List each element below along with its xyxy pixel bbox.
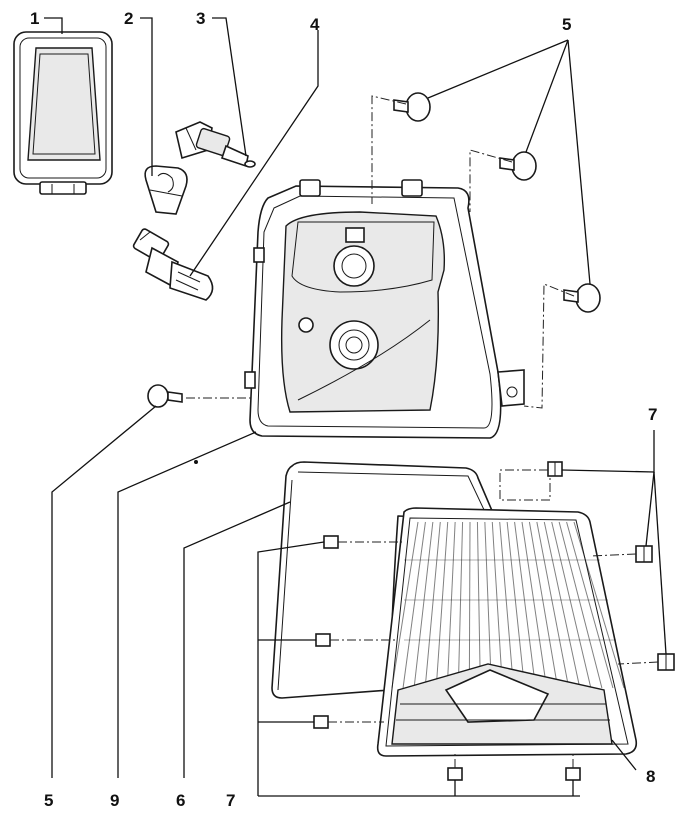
part-7-clip-5 <box>315 633 331 647</box>
part-5-screw-right <box>563 283 601 313</box>
part-7-clip-3 <box>657 653 675 671</box>
lens-ribs <box>391 521 625 689</box>
part-1-cover-cap <box>13 31 113 195</box>
lens-rib <box>551 521 592 689</box>
lens-rib <box>402 521 426 689</box>
callout-3: 3 <box>196 9 205 28</box>
part-5-screw-top <box>393 92 431 122</box>
lens-rib <box>566 521 614 689</box>
lens-rib <box>484 521 492 689</box>
callout-5-bottom: 5 <box>44 791 53 810</box>
part-4-main-h4-bulb <box>132 228 214 301</box>
callout-5-top: 5 <box>562 15 571 34</box>
callout-6: 6 <box>176 791 185 810</box>
part-8-headlamp-lens <box>376 507 638 757</box>
lens-rib <box>413 521 434 689</box>
part-7-clip-2 <box>635 545 653 563</box>
part-7-clip-7 <box>447 767 463 781</box>
lens-rib <box>514 521 537 689</box>
lens-rib <box>476 521 481 689</box>
leader-lines <box>44 17 667 797</box>
lens-rib <box>446 521 456 689</box>
part-5-screw-middle <box>499 151 537 181</box>
lens-rib <box>558 521 603 689</box>
part-3-bulb-holder <box>175 121 256 168</box>
callout-2: 2 <box>124 9 133 28</box>
lens-rib <box>491 521 503 689</box>
part-5-screw-left <box>147 384 183 408</box>
lens-rib <box>521 521 548 689</box>
lens-rib <box>391 521 419 689</box>
lens-rib <box>435 521 449 689</box>
part-2-parking-bulb <box>144 165 188 215</box>
lens-rib <box>543 521 581 689</box>
callout-7-right: 7 <box>648 405 657 424</box>
callout-labels: 1 2 3 4 5 7 5 9 6 7 8 <box>30 9 657 810</box>
lens-rib <box>506 521 526 689</box>
callout-7-bottom: 7 <box>226 791 235 810</box>
part-7-clip-1 <box>547 461 563 477</box>
part-7-clip-6 <box>313 715 329 729</box>
assembly-lines <box>186 95 659 768</box>
part-7-clip-4 <box>323 535 339 549</box>
lens-rib <box>573 521 625 689</box>
part-9-headlamp-housing <box>244 179 525 439</box>
lens-rib <box>468 521 471 689</box>
callout-9: 9 <box>110 791 119 810</box>
lens-rib <box>457 521 464 689</box>
callout-8: 8 <box>646 767 655 786</box>
callout-1: 1 <box>30 9 39 28</box>
lens-rib <box>424 521 441 689</box>
part-6-lens-gasket <box>271 461 497 699</box>
lens-rib <box>499 521 515 689</box>
lens-rib <box>528 521 559 689</box>
lens-rib <box>536 521 570 689</box>
gasket-marker-dot <box>194 460 198 464</box>
part-7-clip-8 <box>565 767 581 781</box>
callout-4: 4 <box>310 15 320 34</box>
